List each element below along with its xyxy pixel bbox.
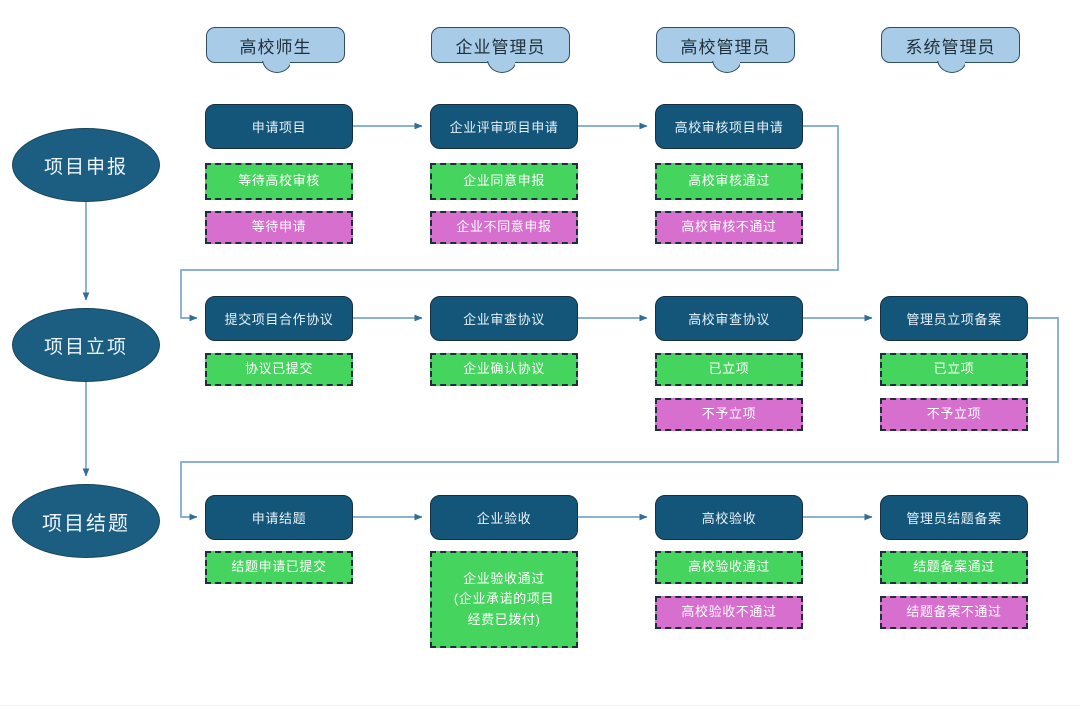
status-chip-label: 高校审核通过 xyxy=(688,173,770,189)
bottom-rule xyxy=(0,705,1080,706)
action-box-label: 高校验收 xyxy=(701,511,757,526)
action-box-label: 企业评审项目申请 xyxy=(449,120,559,135)
speech-bubble-tail-icon xyxy=(486,61,515,73)
status-chip-高校审核通过: 高校审核通过 xyxy=(655,163,803,200)
speech-bubble-tail-icon xyxy=(261,61,290,73)
status-chip-结题备案通过: 结题备案通过 xyxy=(880,551,1028,584)
status-chip-结题备案不通过: 结题备案不通过 xyxy=(880,596,1028,629)
stage-label: 项目立项 xyxy=(43,336,128,358)
status-chip-label: 已立项 xyxy=(708,361,750,377)
status-chip-企业不同意申报: 企业不同意申报 xyxy=(430,211,578,244)
status-chip-协议已提交: 协议已提交 xyxy=(205,353,353,386)
status-chip-label: 等待高校审核 xyxy=(238,173,320,189)
status-chip-等待申请: 等待申请 xyxy=(205,211,353,244)
role-header-label: 系统管理员 xyxy=(905,37,996,57)
status-chip-高校验收通过: 高校验收通过 xyxy=(655,551,803,584)
action-box-管理员结题备案[interactable]: 管理员结题备案 xyxy=(880,495,1028,540)
action-box-申请项目[interactable]: 申请项目 xyxy=(205,104,353,149)
status-chip-label: 高校审核不通过 xyxy=(681,219,777,235)
action-box-企业审查协议[interactable]: 企业审查协议 xyxy=(430,296,578,341)
status-chip-企业同意申报: 企业同意申报 xyxy=(430,163,578,200)
status-chip-label: 不予立项 xyxy=(701,406,757,422)
status-chip-label: 企业验收通过 (企业承诺的项目 经费已拨付) xyxy=(453,571,555,627)
action-box-label: 提交项目合作协议 xyxy=(224,312,334,327)
role-header-label: 企业管理员 xyxy=(455,37,546,57)
action-box-label: 管理员立项备案 xyxy=(906,312,1002,327)
action-box-高校审查协议[interactable]: 高校审查协议 xyxy=(655,296,803,341)
action-box-label: 申请结题 xyxy=(251,511,307,526)
action-box-label: 企业审查协议 xyxy=(463,312,545,327)
status-chip-label: 结题备案通过 xyxy=(913,559,995,575)
status-chip-label: 结题申请已提交 xyxy=(231,559,327,575)
status-chip-label: 企业确认协议 xyxy=(463,361,545,377)
role-header-企业管理员: 企业管理员 xyxy=(431,27,570,73)
status-chip-label: 企业不同意申报 xyxy=(456,219,552,235)
status-chip-已立项: 已立项 xyxy=(655,353,803,386)
stage-ellipse-项目申报: 项目申报 xyxy=(12,128,160,202)
status-chip-label: 高校验收不通过 xyxy=(681,604,777,620)
status-chip-不予立项: 不予立项 xyxy=(655,398,803,431)
status-chip-结题申请已提交: 结题申请已提交 xyxy=(205,551,353,584)
stage-ellipse-项目立项: 项目立项 xyxy=(12,308,160,382)
status-chip-高校审核不通过: 高校审核不通过 xyxy=(655,211,803,244)
action-box-label: 企业验收 xyxy=(476,511,532,526)
role-header-高校管理员: 高校管理员 xyxy=(656,27,795,73)
speech-bubble-tail-icon xyxy=(936,61,965,73)
stage-label: 项目结题 xyxy=(42,512,130,535)
speech-bubble-tail-icon xyxy=(711,61,740,73)
stage-label: 项目申报 xyxy=(43,156,128,178)
action-box-高校验收[interactable]: 高校验收 xyxy=(655,495,803,540)
role-header-高校师生: 高校师生 xyxy=(206,27,345,73)
action-box-管理员立项备案[interactable]: 管理员立项备案 xyxy=(880,296,1028,341)
status-chip-label: 高校验收通过 xyxy=(688,559,770,575)
action-box-申请结题[interactable]: 申请结题 xyxy=(205,495,353,540)
stage-ellipse-项目结题: 项目结题 xyxy=(12,484,160,558)
status-chip-label: 等待申请 xyxy=(251,219,307,235)
role-header-label: 高校师生 xyxy=(239,37,312,57)
status-chip-等待高校审核: 等待高校审核 xyxy=(205,163,353,200)
action-box-label: 管理员结题备案 xyxy=(906,511,1002,526)
action-box-提交项目合作协议[interactable]: 提交项目合作协议 xyxy=(205,296,353,341)
role-header-label: 高校管理员 xyxy=(680,37,771,57)
action-box-label: 高校审核项目申请 xyxy=(674,120,784,135)
action-box-label: 高校审查协议 xyxy=(688,312,770,327)
action-box-label: 申请项目 xyxy=(251,120,307,135)
status-chip-label: 企业同意申报 xyxy=(463,173,545,189)
status-chip-已立项: 已立项 xyxy=(880,353,1028,386)
action-box-企业评审项目申请[interactable]: 企业评审项目申请 xyxy=(430,104,578,149)
action-box-企业验收[interactable]: 企业验收 xyxy=(430,495,578,540)
status-chip-label: 不予立项 xyxy=(926,406,982,422)
role-header-系统管理员: 系统管理员 xyxy=(881,27,1020,73)
status-chip-企业验收通过: 企业验收通过 (企业承诺的项目 经费已拨付) xyxy=(430,551,578,648)
status-chip-高校验收不通过: 高校验收不通过 xyxy=(655,596,803,629)
action-box-高校审核项目申请[interactable]: 高校审核项目申请 xyxy=(655,104,803,149)
status-chip-label: 协议已提交 xyxy=(244,361,313,377)
status-chip-label: 结题备案不通过 xyxy=(906,604,1002,620)
status-chip-不予立项: 不予立项 xyxy=(880,398,1028,431)
status-chip-label: 已立项 xyxy=(933,361,975,377)
status-chip-企业确认协议: 企业确认协议 xyxy=(430,353,578,386)
